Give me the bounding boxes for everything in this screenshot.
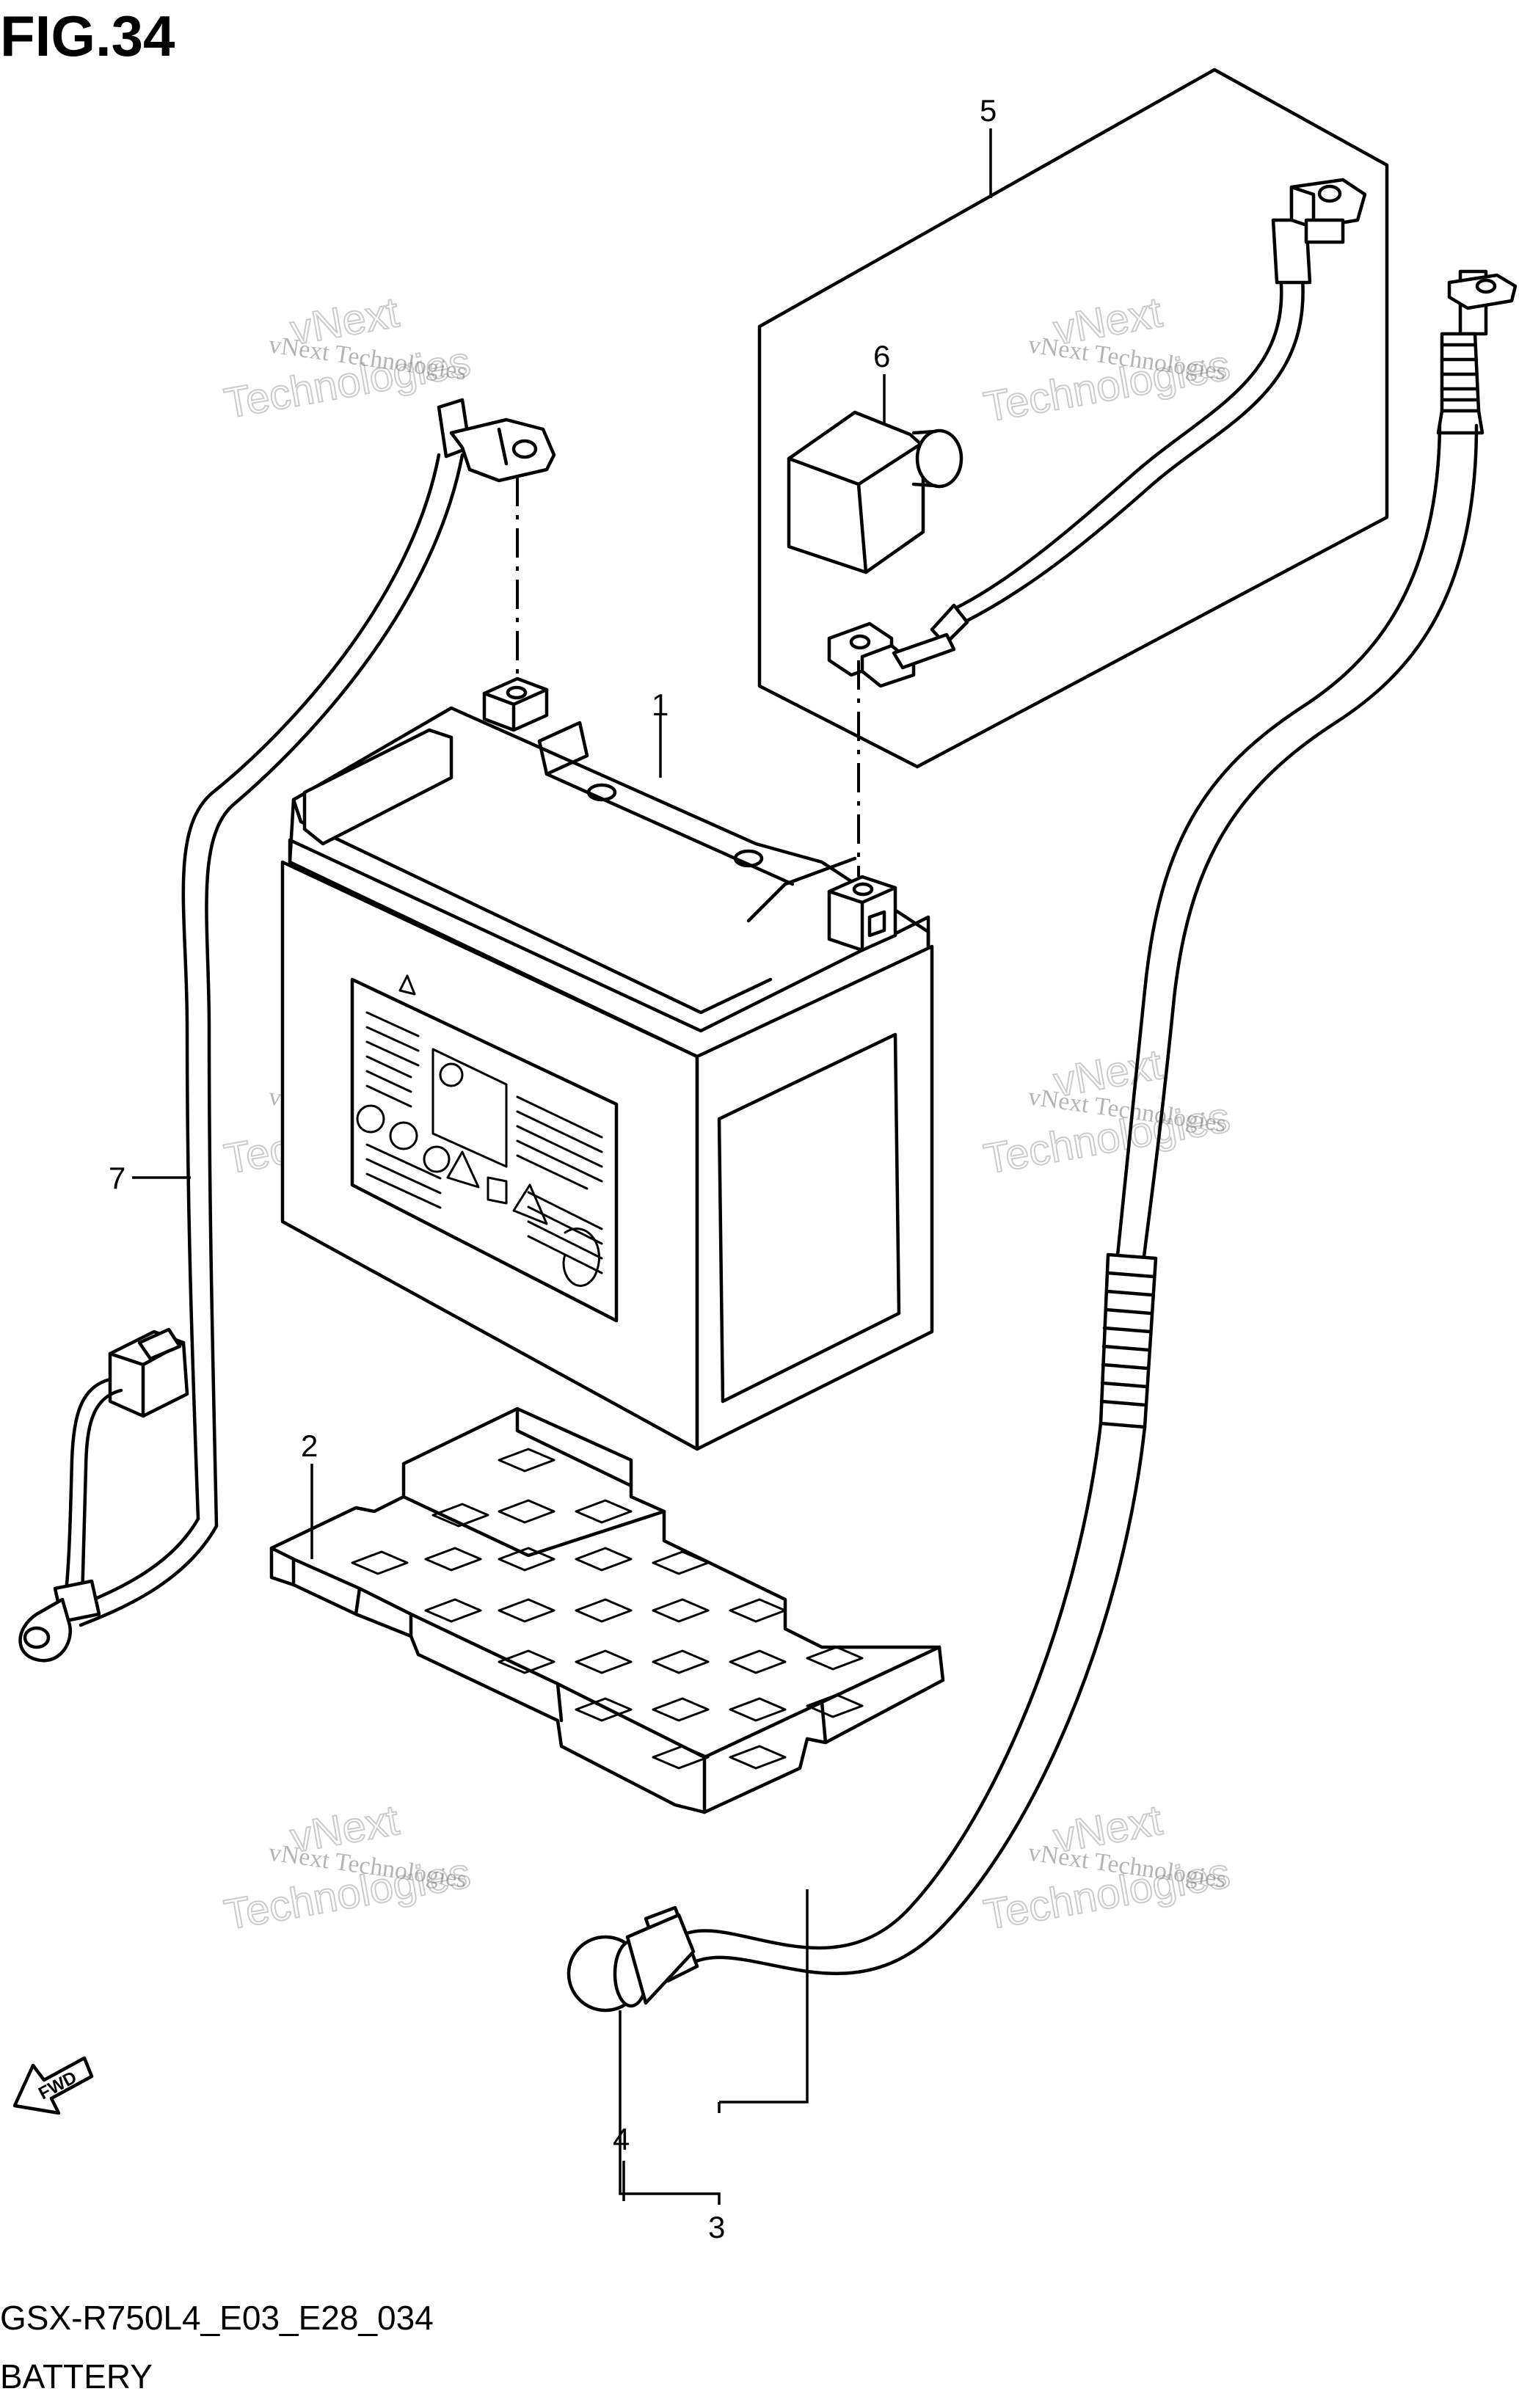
watermark-mid-right: Technologies vNext vNext Technologies bbox=[980, 1040, 1234, 1184]
callout-2: 2 bbox=[301, 1429, 318, 1463]
callout-3: 3 bbox=[708, 2210, 725, 2244]
battery-part-1 bbox=[280, 676, 934, 1451]
figure-name: BATTERY bbox=[0, 2357, 153, 2396]
callout-7: 7 bbox=[109, 1161, 125, 1195]
kit-5-outline bbox=[757, 68, 1389, 769]
callout-6: 6 bbox=[873, 339, 890, 373]
watermark-top-right: Technologies vNext vNext Technologies bbox=[980, 288, 1234, 432]
callout-4: 4 bbox=[613, 2122, 630, 2156]
figure-code: GSX-R750L4_E03_E28_034 bbox=[0, 2299, 434, 2337]
watermark-bottom-right: Technologies vNext vNext Technologies bbox=[980, 1795, 1234, 1940]
terminal-cap-part-6 bbox=[787, 410, 964, 574]
callout-5: 5 bbox=[980, 93, 997, 128]
ground-cable-part-7 bbox=[18, 398, 556, 1663]
tray-slots bbox=[351, 1448, 864, 1770]
watermark-top-left: Technologies vNext vNext Technologies bbox=[220, 288, 475, 428]
callout-1: 1 bbox=[652, 687, 669, 722]
figure-title: FIG.34 bbox=[0, 4, 175, 68]
fwd-arrow-icon: FWD bbox=[12, 2056, 94, 2115]
positive-cable-part-5 bbox=[827, 178, 1367, 688]
leader-lines bbox=[132, 128, 992, 2205]
watermark-bottom-left: Technologies vNext vNext Technologies bbox=[220, 1795, 475, 1940]
battery-cable-part-3 bbox=[644, 269, 1518, 1983]
terminal-cover-part-4 bbox=[567, 1913, 696, 2013]
battery-tray-part-2 bbox=[269, 1407, 945, 1814]
